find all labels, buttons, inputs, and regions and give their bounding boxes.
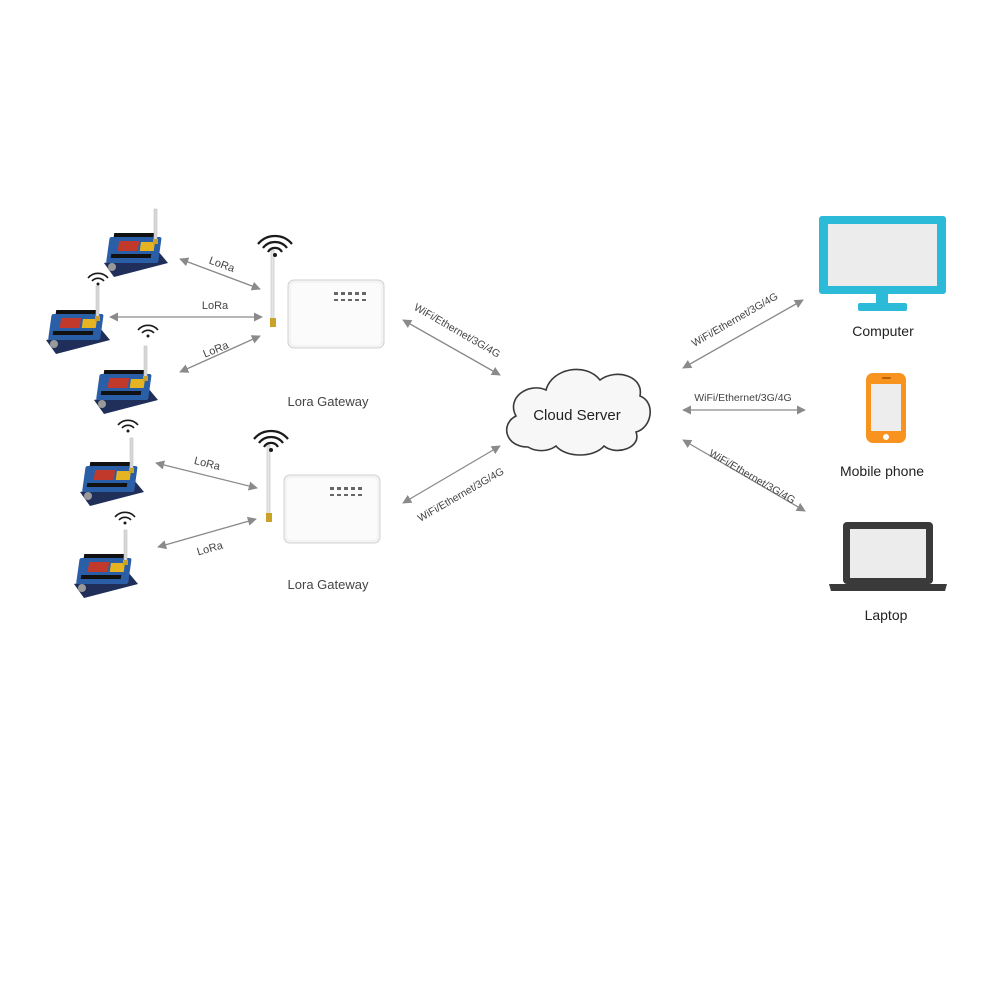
lora-link-label: LoRa xyxy=(202,300,229,312)
mobile-phone-label: Mobile phone xyxy=(840,463,924,479)
network-link-label: WiFi/Ethernet/3G/4G xyxy=(707,447,797,506)
lora-link-arrow xyxy=(157,516,257,550)
wifi-signal-icon xyxy=(114,511,136,526)
lora-node-icon xyxy=(93,345,159,415)
monitor-icon xyxy=(819,216,946,311)
gateway-2-label: Lora Gateway xyxy=(288,577,369,592)
wifi-signal-icon xyxy=(256,234,294,259)
network-link-arrow xyxy=(682,439,806,512)
lora-node-icon xyxy=(45,285,111,355)
lora-gateway-icon xyxy=(269,249,385,349)
network-link-label: WiFi/Ethernet/3G/4G xyxy=(412,301,502,360)
gateway-1-label: Lora Gateway xyxy=(288,394,369,409)
lora-link-arrow xyxy=(179,257,261,291)
network-link-arrow xyxy=(402,319,501,376)
network-link-label: WiFi/Ethernet/3G/4G xyxy=(416,465,506,524)
lora-node-icon xyxy=(79,437,145,507)
laptop-label: Laptop xyxy=(865,607,908,623)
lora-link-label: LoRa xyxy=(207,255,237,276)
laptop-icon xyxy=(829,522,947,591)
lora-link-arrow xyxy=(155,460,258,491)
lora-node-icon xyxy=(73,529,139,599)
lora-node-icon xyxy=(103,208,169,278)
wifi-signal-icon xyxy=(252,429,290,454)
wifi-signal-icon xyxy=(137,324,159,339)
cloud-label: Cloud Server xyxy=(533,407,621,424)
wifi-signal-icon xyxy=(87,272,109,287)
wifi-signal-icon xyxy=(117,419,139,434)
network-link-arrow xyxy=(682,299,804,369)
computer-label: Computer xyxy=(852,323,914,339)
lora-link-arrow xyxy=(179,335,261,373)
network-link-arrow xyxy=(402,445,501,504)
network-link-label: WiFi/Ethernet/3G/4G xyxy=(694,392,791,404)
lora-gateway-icon xyxy=(265,444,381,544)
lora-link-label: LoRa xyxy=(202,339,232,360)
lora-link-label: LoRa xyxy=(196,539,225,558)
lora-link-label: LoRa xyxy=(193,455,222,473)
smartphone-icon xyxy=(866,373,906,443)
cloud-icon xyxy=(506,368,651,456)
